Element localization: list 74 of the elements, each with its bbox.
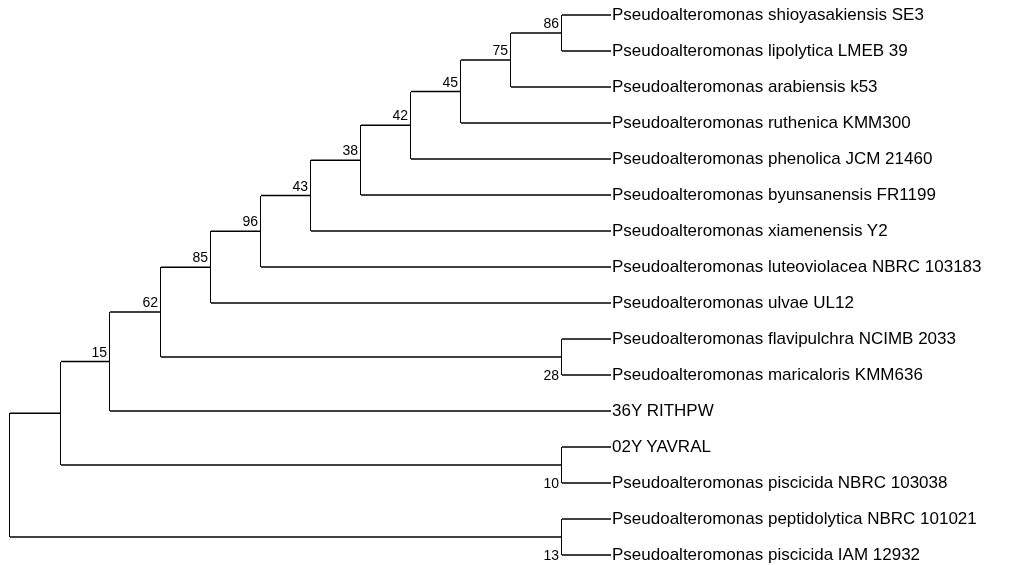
tree-branch xyxy=(561,338,612,340)
tree-branch xyxy=(561,554,612,556)
tree-branch xyxy=(360,124,412,126)
bootstrap-value: 86 xyxy=(543,15,559,31)
taxon-label: Pseudoalteromonas lipolytica LMEB 39 xyxy=(612,41,908,61)
bootstrap-value: 38 xyxy=(342,142,358,159)
bootstrap-value: 42 xyxy=(392,107,408,124)
taxon-label: 02Y YAVRAL xyxy=(612,437,711,457)
tree-branch xyxy=(210,230,262,233)
tree-branch xyxy=(510,32,563,34)
bootstrap-value: 28 xyxy=(543,367,559,383)
tree-node-line xyxy=(260,195,262,267)
tree-node-line xyxy=(9,413,11,537)
tree-branch xyxy=(561,446,612,448)
taxon-label: Pseudoalteromonas piscicida NBRC 103038 xyxy=(612,473,948,493)
tree-branch xyxy=(60,464,563,466)
tree-branch xyxy=(109,311,162,313)
taxon-label: Pseudoalteromonas ruthenica KMM300 xyxy=(612,113,911,133)
tree-branch xyxy=(160,266,212,268)
taxon-label: Pseudoalteromonas luteoviolacea NBRC 103183 xyxy=(612,257,982,277)
tree-branch xyxy=(60,360,111,363)
tree-branch xyxy=(310,159,362,161)
tree-branch xyxy=(360,194,612,196)
bootstrap-value: 85 xyxy=(192,249,208,266)
taxon-label: Pseudoalteromonas xiamenensis Y2 xyxy=(612,221,888,241)
tree-node-line xyxy=(561,519,563,555)
tree-branch xyxy=(510,86,612,88)
tree-branch xyxy=(9,536,563,538)
bootstrap-value: 96 xyxy=(242,213,258,230)
tree-node-line xyxy=(561,15,563,51)
tree-branch xyxy=(561,374,612,376)
tree-branch xyxy=(460,122,612,124)
tree-node-line xyxy=(410,91,412,159)
tree-node-line xyxy=(460,60,462,123)
bootstrap-value: 43 xyxy=(292,177,308,194)
tree-branch xyxy=(561,518,612,520)
tree-node-line xyxy=(561,447,563,483)
taxon-label: Pseudoalteromonas peptidolytica NBRC 101021 xyxy=(612,509,977,529)
tree-node-line xyxy=(160,267,162,357)
tree-branch xyxy=(109,410,612,412)
tree-branch xyxy=(310,230,612,232)
taxon-label: 36Y RITHPW xyxy=(612,401,714,421)
tree-branch xyxy=(160,356,563,358)
bootstrap-value: 10 xyxy=(543,475,559,491)
tree-node-line xyxy=(510,33,512,87)
bootstrap-value: 75 xyxy=(492,42,508,58)
tree-branch xyxy=(210,302,612,304)
tree-node-line xyxy=(360,125,362,195)
tree-node-line xyxy=(60,361,62,465)
tree-branch xyxy=(260,194,312,197)
tree-node-line xyxy=(310,160,312,231)
bootstrap-value: 62 xyxy=(142,294,158,311)
bootstrap-value: 15 xyxy=(91,343,107,360)
tree-branch xyxy=(410,158,612,160)
tree-branch xyxy=(460,59,512,61)
taxon-label: Pseudoalteromonas maricaloris KMM636 xyxy=(612,365,923,385)
bootstrap-value: 45 xyxy=(442,73,458,90)
taxon-label: Pseudoalteromonas byunsanensis FR1199 xyxy=(612,185,936,205)
bootstrap-value: 13 xyxy=(543,547,559,563)
tree-node-line xyxy=(561,339,563,375)
tree-branch xyxy=(561,14,612,16)
tree-branch xyxy=(410,90,462,93)
taxon-label: Pseudoalteromonas phenolica JCM 21460 xyxy=(612,149,933,169)
tree-branch xyxy=(561,50,612,52)
taxon-label: Pseudoalteromonas arabiensis k53 xyxy=(612,77,878,97)
taxon-label: Pseudoalteromonas flavipulchra NCIMB 2033 xyxy=(612,329,956,349)
tree-node-line xyxy=(109,312,111,411)
taxon-label: Pseudoalteromonas piscicida IAM 12932 xyxy=(612,545,921,565)
tree-branch xyxy=(561,482,612,484)
taxon-label: Pseudoalteromonas ulvae UL12 xyxy=(612,293,854,313)
tree-branch xyxy=(260,266,612,268)
tree-node-line xyxy=(210,231,212,303)
taxon-label: Pseudoalteromonas shioyasakiensis SE3 xyxy=(612,5,924,25)
tree-branch xyxy=(9,412,62,414)
